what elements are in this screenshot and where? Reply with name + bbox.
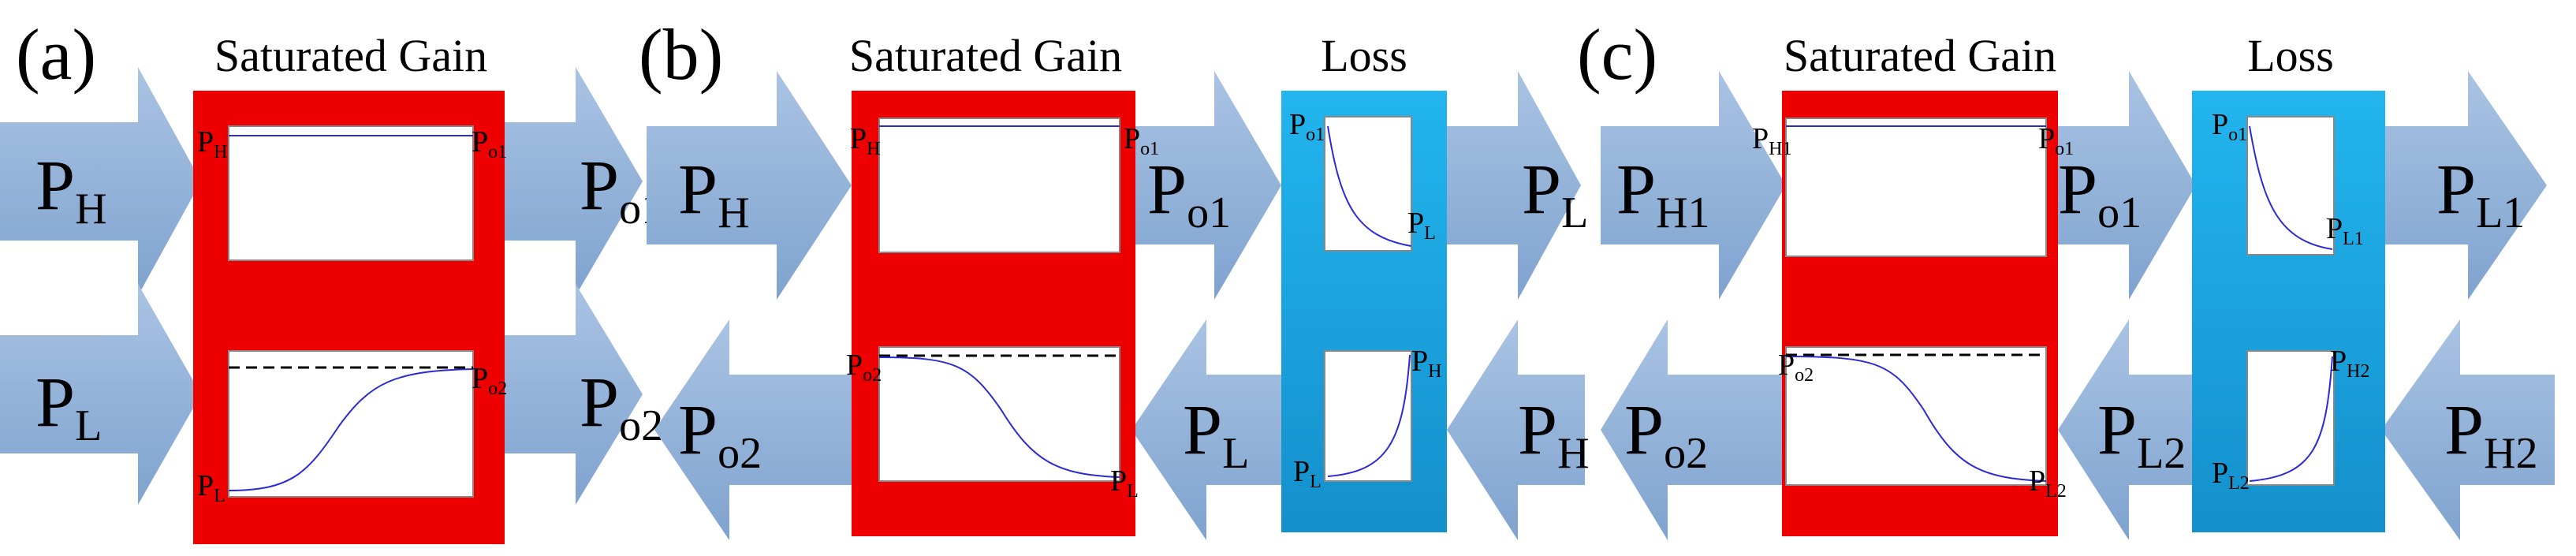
loss-c-top-lower: PL1 <box>2326 212 2364 249</box>
loss-b-bottom-upper: PH <box>1411 345 1441 382</box>
arrow-a-in-bottom <box>0 284 201 505</box>
gain-plot-a-top <box>228 125 474 261</box>
panel-letter-a: (a) <box>16 14 96 95</box>
loss-c-bottom-upper: PH2 <box>2330 345 2369 382</box>
plot-b-top-right: Po1 <box>1124 122 1159 159</box>
label-c-mid-bottom: PL2 <box>2097 391 2186 478</box>
curve-a-bottom <box>228 368 474 491</box>
arrow-a-out-top <box>505 67 643 296</box>
plot-b-bottom-right: PL <box>1110 465 1139 502</box>
label-c-mid-top: Po1 <box>2058 151 2142 237</box>
arrow-c-in-top <box>1601 71 1786 300</box>
loss-plot-c-bottom <box>2246 350 2335 486</box>
plot-c-bottom-left: Po2 <box>1778 349 1814 386</box>
plot-a-bottom-left: PL <box>197 469 226 506</box>
curve-c-bottom <box>1785 356 2047 482</box>
label-c-out-bottom: Po2 <box>1624 391 1708 478</box>
label-b-mid-top: Po1 <box>1147 151 1231 237</box>
label-b-out-top: PL <box>1522 151 1588 237</box>
loss-plot-b-bottom <box>1324 350 1412 482</box>
plot-a-top-right: Po1 <box>472 125 507 162</box>
label-b-in-top: PH <box>678 151 750 237</box>
loss-curve-b-bottom <box>1327 354 1411 477</box>
label-a-in-top: PH <box>35 147 107 233</box>
gain-title-a: Saturated Gain <box>214 30 487 81</box>
arrow-b-mid-bottom <box>1131 319 1289 540</box>
arrow-b-out-bottom <box>654 319 856 540</box>
curve-b-bottom <box>878 356 1120 478</box>
loss-plot-b-top <box>1324 116 1412 252</box>
loss-plot-c-top <box>2246 116 2335 256</box>
arrow-a-out-bottom <box>505 284 643 505</box>
label-c-in-bottom: PH2 <box>2444 391 2538 478</box>
gain-title-c: Saturated Gain <box>1784 30 2056 81</box>
gain-plot-c-top <box>1785 118 2047 257</box>
panel-letter-c: (c) <box>1577 14 1657 95</box>
plot-a-bottom-right: Po2 <box>472 362 507 399</box>
arrow-c-in-bottom <box>2381 319 2555 540</box>
arrow-b-in-top <box>647 71 852 300</box>
loss-b-bottom-lower: PL <box>1293 455 1322 492</box>
loss-b-top-upper: Po1 <box>1289 108 1325 145</box>
loss-curve-c-top <box>2249 125 2333 250</box>
arrow-c-out-top <box>2381 71 2547 300</box>
plot-a-top-left: PH <box>197 125 227 162</box>
label-b-mid-bottom: PL <box>1183 391 1249 478</box>
arrow-a-in-top <box>0 67 201 296</box>
label-c-in-top: PH1 <box>1616 151 1710 237</box>
label-a-out-bottom: Po2 <box>580 364 663 450</box>
arrow-b-out-top <box>1443 71 1581 300</box>
panel-c: (c) Saturated Gain Loss PH1 Po1 PL1 Po2 … <box>1577 14 2555 540</box>
gain-plot-b-bottom <box>878 346 1120 482</box>
plot-c-top-right: Po1 <box>2038 122 2074 159</box>
arrow-c-out-bottom <box>1601 319 1790 540</box>
arrow-c-mid-top <box>2058 71 2196 300</box>
gain-plot-a-bottom <box>228 350 474 498</box>
panel-b: (b) Saturated Gain Loss PH Po1 PL Po2 PL… <box>639 14 1590 540</box>
gain-title-b: Saturated Gain <box>849 30 1122 81</box>
loss-b-top-lower: PL <box>1407 207 1436 244</box>
plot-c-top-left: PH1 <box>1752 122 1791 159</box>
label-a-in-bottom: PL <box>35 364 102 450</box>
label-b-in-bottom: PH <box>1518 391 1590 478</box>
gain-plot-c-bottom <box>1785 346 2047 486</box>
loss-curve-b-top <box>1327 125 1412 247</box>
label-c-out-top: PL1 <box>2436 151 2525 237</box>
plot-b-bottom-left: Po2 <box>846 349 882 386</box>
loss-c-top-upper: Po1 <box>2212 108 2247 145</box>
plot-c-bottom-right: PL2 <box>2029 465 2067 502</box>
loss-curve-c-bottom <box>2249 356 2333 482</box>
loss-c-bottom-lower: PL2 <box>2212 457 2250 494</box>
label-b-out-bottom: Po2 <box>678 391 762 478</box>
loss-title-b: Loss <box>1321 30 1407 81</box>
arrow-b-mid-top <box>1135 71 1281 300</box>
panel-letter-b: (b) <box>639 14 723 95</box>
arrow-b-in-bottom <box>1447 319 1585 540</box>
plot-b-top-left: PH <box>850 122 880 159</box>
arrow-c-mid-bottom <box>2058 319 2196 540</box>
loss-title-c: Loss <box>2247 30 2334 81</box>
panel-a: (a) Saturated Gain PH PL Po1 Po2 PH Po1 … <box>0 14 663 544</box>
gain-plot-b-top <box>878 118 1120 253</box>
